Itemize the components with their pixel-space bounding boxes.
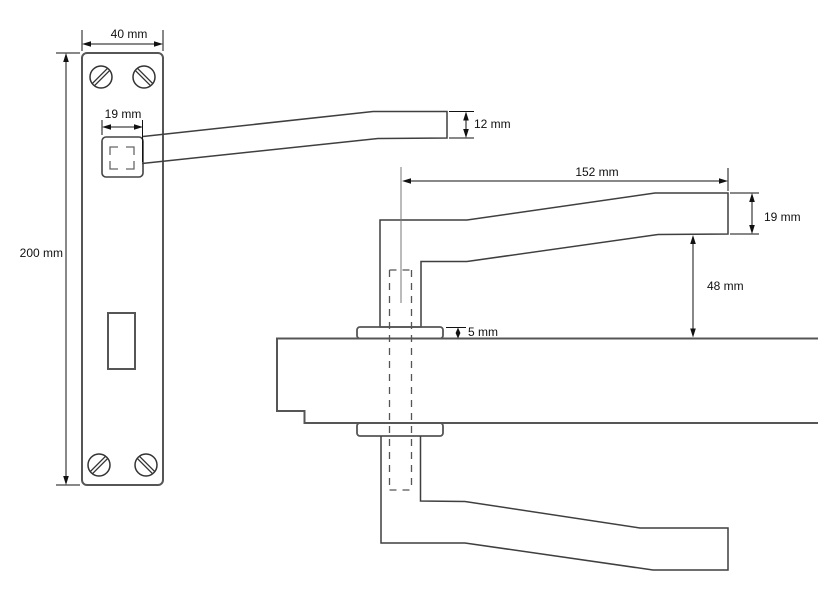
lever-front	[141, 110, 448, 165]
spindle-hidden-dashed	[388, 269, 413, 491]
keyhole-cutout	[107, 312, 136, 370]
dim-plate-height: 200 mm	[20, 52, 80, 486]
dim-handle-clearance: 48 mm	[690, 235, 744, 338]
dim-label: 12 mm	[474, 117, 511, 131]
dim-plate-width: 40 mm	[81, 27, 164, 51]
dim-label: 5 mm	[468, 325, 498, 339]
dim-label: 19 mm	[764, 210, 801, 224]
screw-icon	[89, 65, 113, 89]
screw-head	[89, 65, 113, 89]
lever-side-upper	[379, 192, 729, 328]
screw-slot-line	[137, 67, 154, 84]
rose-lower	[356, 422, 444, 437]
arrow-right-icon	[719, 178, 728, 184]
backplate-outline	[81, 52, 164, 486]
dim-boss-width: 19 mm	[101, 107, 143, 162]
arrow-up-icon	[463, 111, 469, 121]
arrow-down-icon	[749, 225, 755, 234]
arrow-up-icon	[749, 193, 755, 202]
lever-side-lower	[380, 436, 729, 571]
screw-slot-line	[89, 455, 106, 472]
door-section	[276, 337, 818, 424]
screw-slot-line	[91, 67, 108, 84]
arrow-down-icon	[690, 328, 696, 338]
dim-lever-thickness-front: 12 mm	[449, 111, 511, 139]
screw-slot-line	[134, 70, 151, 87]
screw-head	[134, 453, 158, 477]
arrow-left-icon	[82, 41, 91, 47]
screw-slot-line	[139, 455, 156, 472]
screw-icon	[134, 453, 158, 477]
arrow-down-icon	[463, 129, 469, 138]
screw-icon	[132, 65, 156, 89]
screw-icon	[87, 453, 111, 477]
arrow-up-icon	[455, 327, 461, 333]
dim-label: 19 mm	[105, 107, 142, 121]
arrow-right-icon	[134, 124, 143, 130]
dim-label: 40 mm	[111, 27, 148, 41]
arrow-up-icon	[690, 235, 696, 244]
arrow-down-icon	[455, 333, 461, 339]
dim-label: 200 mm	[20, 246, 63, 260]
screw-slot-line	[136, 458, 153, 475]
spindle-boss	[101, 136, 144, 178]
screw-slot-line	[92, 458, 109, 475]
rose-upper	[356, 326, 444, 340]
screw-head	[87, 453, 111, 477]
side-view: 152 mm 19 mm 48 mm 5 mm	[276, 165, 818, 571]
arrow-left-icon	[102, 124, 111, 130]
screw-slot-line	[94, 70, 111, 87]
arrow-up-icon	[63, 53, 69, 62]
dim-lever-depth: 19 mm	[730, 192, 801, 235]
arrow-down-icon	[63, 476, 69, 485]
arrow-left-icon	[402, 178, 411, 184]
dim-label: 152 mm	[575, 165, 618, 179]
front-view: 40 mm 19 mm 200 mm 12 mm	[20, 27, 511, 486]
dim-lever-length: 152 mm	[402, 165, 729, 191]
screw-head	[132, 65, 156, 89]
arrow-right-icon	[154, 41, 163, 47]
spindle-square-dashed	[109, 146, 135, 170]
dim-label: 48 mm	[707, 279, 744, 293]
dim-rose-thickness: 5 mm	[446, 325, 498, 339]
